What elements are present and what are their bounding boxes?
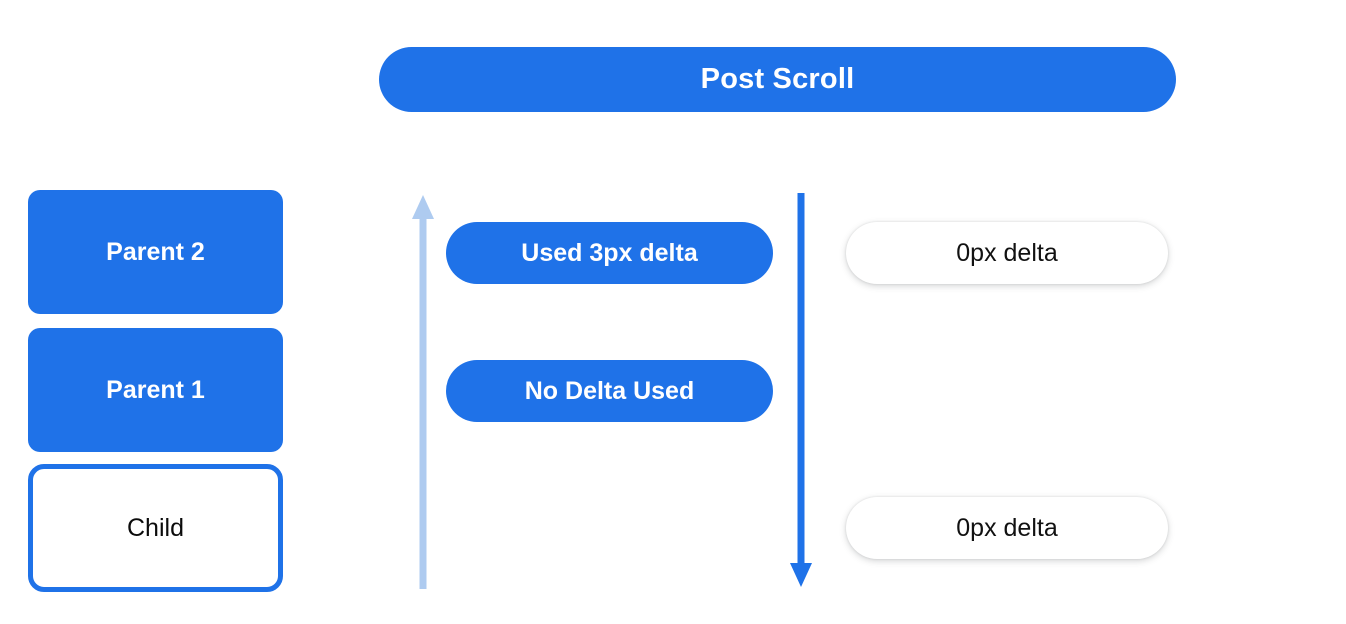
scroll-up-arrow-icon bbox=[412, 195, 434, 589]
post-scroll-banner: Post Scroll bbox=[379, 47, 1176, 112]
pill-no-delta-used: No Delta Used bbox=[446, 360, 773, 422]
banner-title: Post Scroll bbox=[700, 63, 855, 95]
pill-delta-top: 0px delta bbox=[846, 222, 1168, 284]
node-parent-2: Parent 2 bbox=[28, 190, 283, 314]
node-child-label: Child bbox=[127, 513, 184, 542]
node-parent-2-label: Parent 2 bbox=[106, 237, 205, 266]
node-parent-1-label: Parent 1 bbox=[106, 375, 205, 404]
pill-delta-bottom: 0px delta bbox=[846, 497, 1168, 559]
pill-used-3px-delta-label: Used 3px delta bbox=[521, 238, 698, 267]
node-parent-1: Parent 1 bbox=[28, 328, 283, 452]
pill-delta-bottom-label: 0px delta bbox=[956, 513, 1058, 542]
pill-delta-top-label: 0px delta bbox=[956, 238, 1058, 267]
scroll-down-arrow-icon bbox=[790, 193, 812, 587]
pill-used-3px-delta: Used 3px delta bbox=[446, 222, 773, 284]
pill-no-delta-used-label: No Delta Used bbox=[524, 376, 695, 405]
node-child: Child bbox=[28, 464, 283, 592]
